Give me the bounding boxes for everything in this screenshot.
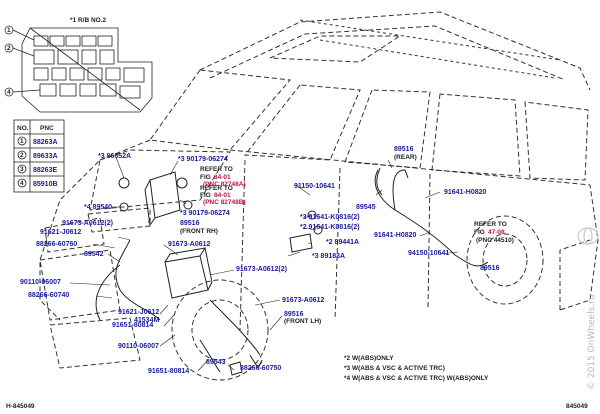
- label-fig-84-01-b-prefix: FIG: [200, 192, 211, 199]
- legend-note-4: *4 W(ABS & VSC & ACTIVE TRC) W(ABS)ONLY: [344, 375, 489, 382]
- legend-note-2: *2 W(ABS)ONLY: [344, 355, 394, 362]
- label-89516-front-lh: 89516: [284, 311, 304, 318]
- label-41534m: 41534M: [134, 317, 159, 324]
- label-89516-rear: 89516: [394, 146, 414, 153]
- watermark-text: © 2015 OnWheels.ru: [587, 294, 597, 390]
- inset-callout-4: 4: [7, 89, 11, 96]
- label-fig-84-01-a-prefix: FIG: [200, 174, 211, 181]
- label-pnc-82748a: (PNC 82748A): [203, 181, 246, 188]
- label-90179-06274-mid: *3 90179-06274: [180, 210, 230, 217]
- label-91673-a0612-lower: 91673-A0612: [282, 297, 325, 304]
- label-91641-k0816-2: *3 91641-K0816(2): [300, 214, 360, 221]
- label-91673-a0612-2-left: 91673-A0612(2): [62, 220, 113, 227]
- label-fig-47-08-prefix: FIG: [474, 229, 485, 236]
- label-front-lh: (FRONT LH): [284, 318, 321, 325]
- table-header-no: NO.: [17, 125, 29, 132]
- label-91641-h0820-mid: 91641-H0820: [374, 232, 417, 239]
- inset-callouts: [4, 25, 41, 97]
- table-row-1-pnc: 88263A: [33, 139, 58, 146]
- label-refer-to-3: REFER TO: [474, 221, 507, 228]
- label-91651-80814-lower: 91651-80814: [148, 368, 189, 375]
- label-89183a: *3 89183A: [312, 253, 345, 260]
- label-88266-60760: 88266-60760: [36, 241, 77, 248]
- label-88266-60750: 88266-60750: [240, 365, 281, 372]
- label-refer-to-1: REFER TO: [200, 166, 233, 173]
- label-pnc-82748b: (PNC 82748B): [203, 199, 246, 206]
- inset-callout-2: 2: [7, 45, 11, 52]
- table-row-3-pnc: 88263E: [33, 167, 57, 174]
- table-row-1-no: 1: [20, 138, 24, 145]
- label-front-rh: (FRONT RH): [180, 228, 218, 235]
- label-pnc-44510: (PNC 44510): [476, 237, 514, 244]
- label-91651-80814-top: 91651-80814: [112, 322, 153, 329]
- table-row-4-no: 4: [20, 180, 24, 187]
- label-88266-60740: 88266-60740: [28, 292, 69, 299]
- label-89441a: *2 89441A: [326, 239, 359, 246]
- table-row-3-no: 3: [20, 166, 24, 173]
- vehicle-outline: [39, 11, 599, 381]
- label-fig-84-01-b: 84-01: [214, 192, 231, 199]
- label-refer-to-2: REFER TO: [200, 185, 233, 192]
- label-89542: 89542: [84, 251, 104, 258]
- table-row-2-pnc: 89633A: [33, 153, 58, 160]
- rb-header-label: *1 R/B NO.2: [70, 17, 107, 24]
- label-89540: *4 89540: [84, 204, 112, 211]
- pnc-table: [13, 119, 65, 193]
- legend-note-3: *3 W(ABS & VSC & ACTIVE TRC): [344, 365, 445, 372]
- label-91621-j0612-lower: 91621-J0612: [118, 309, 159, 316]
- table-header-pnc: PNC: [40, 125, 54, 132]
- label-fig-84-01-a: 84-01: [214, 174, 231, 181]
- label-90110-06007-top: 90110-06007: [20, 279, 61, 286]
- table-row-4-pnc: 85910B: [33, 181, 58, 188]
- label-fig-47-08: 47-08: [488, 229, 505, 236]
- label-91641-k0816-2b: *2 91641-K0816(2): [300, 224, 360, 231]
- label-91673-a0612-2-right: 91673-A0612(2): [236, 266, 287, 273]
- figure-id-right: 845049: [566, 403, 588, 410]
- label-89516-rear-lower: 89516: [480, 265, 500, 272]
- label-91673-a0612-top: 91673-A0612: [168, 241, 211, 248]
- label-rear: (REAR): [394, 154, 417, 161]
- label-90110-06007-lower: 90110-06007: [118, 343, 159, 350]
- label-91621-j0612-top: 91621-J0612: [40, 229, 81, 236]
- label-89543: 89543: [206, 359, 226, 366]
- label-89545: 89545: [356, 204, 376, 211]
- table-row-2-no: 2: [20, 152, 24, 159]
- label-89516-front-rh: 89516: [180, 220, 200, 227]
- components: [95, 167, 489, 376]
- inset-callout-1: 1: [7, 27, 11, 34]
- label-90179-06274-top: *3 90179-06274: [178, 156, 228, 163]
- label-91641-h0820-top: 91641-H0820: [444, 189, 487, 196]
- relay-block-inset: [21, 27, 153, 113]
- figure-id-left: H-845049: [6, 403, 35, 410]
- leader-lines: [69, 156, 489, 372]
- label-91150-10641: 91150-10641: [294, 183, 335, 190]
- watermark-logo: [577, 227, 599, 245]
- label-94150-10641: 94150-10641: [408, 250, 449, 257]
- label-86652a: *3 86652A: [98, 153, 131, 160]
